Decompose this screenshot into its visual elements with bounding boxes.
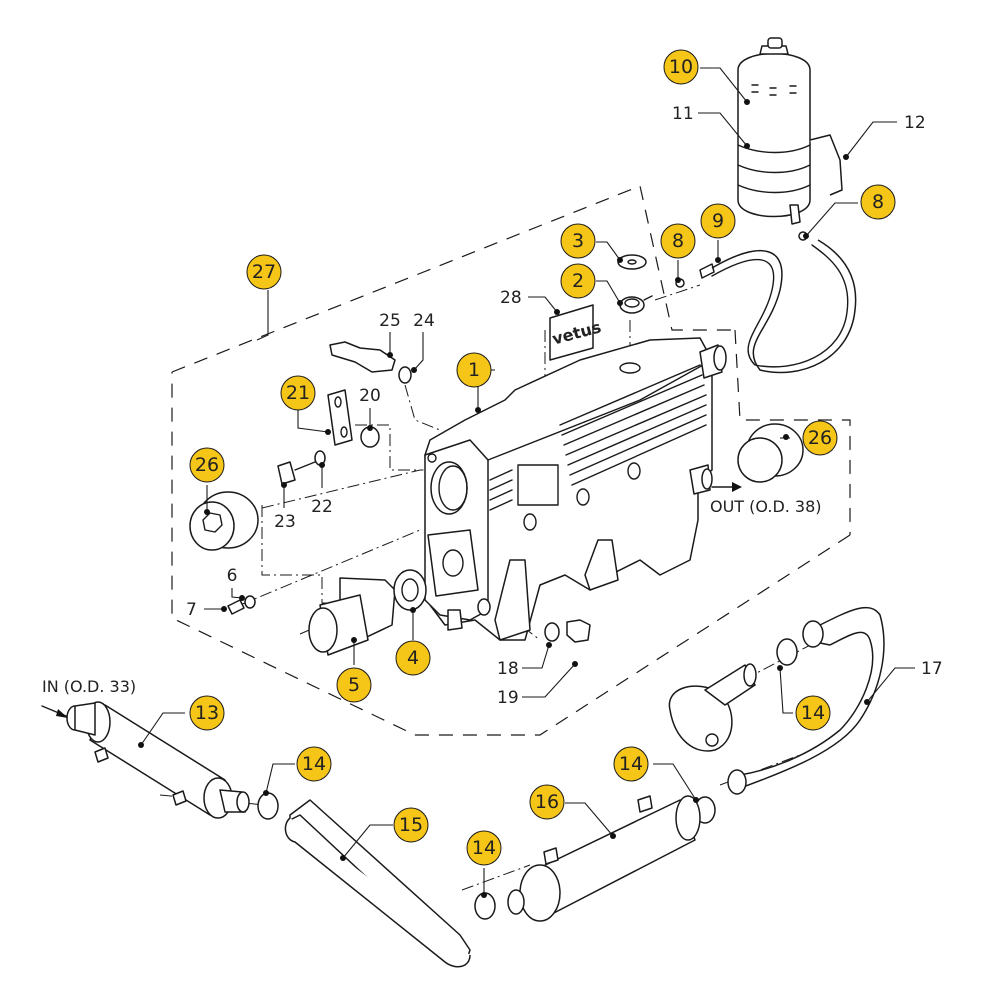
callout-14-center: 14	[466, 830, 502, 866]
label-20: 20	[359, 386, 381, 406]
hose-clamps	[257, 638, 798, 920]
svg-text:13: 13	[195, 702, 219, 724]
callout-14-left: 14	[296, 746, 332, 782]
inlet-label: IN (O.D. 33)	[42, 677, 136, 696]
label-28: 28	[500, 288, 522, 308]
svg-text:26: 26	[808, 427, 832, 449]
callout-16: 16	[529, 784, 565, 820]
svg-text:8: 8	[872, 191, 884, 213]
hose-17	[727, 606, 885, 795]
callout-4: 4	[395, 640, 431, 676]
outlet-label: OUT (O.D. 38)	[710, 497, 822, 516]
svg-text:8: 8	[672, 230, 684, 252]
svg-text:21: 21	[286, 382, 310, 404]
hose-15	[284, 799, 471, 968]
hose-9	[711, 239, 857, 374]
callout-9: 9	[700, 203, 736, 239]
callout-1: 1	[456, 352, 492, 388]
callout-14-right: 14	[613, 746, 649, 782]
svg-text:5: 5	[348, 674, 360, 696]
flow-arrows	[41, 482, 742, 718]
plug-left	[189, 491, 259, 551]
svg-text:14: 14	[801, 702, 825, 724]
label-24: 24	[413, 311, 435, 331]
svg-text:4: 4	[407, 647, 419, 669]
callout-5: 5	[336, 667, 372, 703]
label-18: 18	[497, 659, 519, 679]
svg-text:27: 27	[252, 261, 276, 283]
callout-8-tank: 8	[860, 184, 896, 220]
svg-text:1: 1	[468, 359, 480, 381]
callout-26-left: 26	[189, 447, 225, 483]
svg-text:2: 2	[572, 270, 584, 292]
callout-27: 27	[246, 254, 282, 290]
inlet-arrow-icon	[56, 709, 68, 718]
svg-text:9: 9	[712, 210, 724, 232]
callout-10: 10	[663, 49, 699, 85]
callout-14-elbow: 14	[795, 695, 831, 731]
heat-exchanger-13	[66, 701, 250, 819]
svg-text:14: 14	[619, 753, 643, 775]
callout-2: 2	[560, 263, 596, 299]
svg-text:15: 15	[399, 814, 423, 836]
svg-text:3: 3	[572, 230, 584, 252]
callout-13: 13	[189, 695, 225, 731]
waterlock-body	[424, 337, 727, 641]
assembly-boundary	[171, 185, 851, 736]
svg-text:26: 26	[195, 454, 219, 476]
svg-text:14: 14	[472, 837, 496, 859]
expansion-tank	[737, 37, 843, 241]
muffler-16	[507, 795, 701, 922]
callout-15: 15	[393, 807, 429, 843]
callout-26-right: 26	[802, 420, 838, 456]
label-12: 12	[904, 113, 926, 133]
label-23: 23	[274, 512, 296, 532]
label-19: 19	[497, 688, 519, 708]
svg-text:14: 14	[302, 753, 326, 775]
svg-text:16: 16	[535, 791, 559, 813]
callout-21: 21	[280, 375, 316, 411]
svg-text:10: 10	[669, 56, 693, 78]
small-hardware	[227, 341, 591, 643]
exhaust-elbow	[668, 663, 757, 752]
label-22: 22	[311, 497, 333, 517]
label-25: 25	[379, 311, 401, 331]
label-17: 17	[921, 659, 943, 679]
leader-lines	[138, 67, 915, 898]
plug-right	[737, 423, 804, 483]
callout-3: 3	[560, 223, 596, 259]
label-11: 11	[672, 104, 694, 124]
callout-8-fitting: 8	[660, 223, 696, 259]
label-7: 7	[186, 600, 197, 620]
label-6: 6	[227, 566, 238, 586]
outlet-arrow-icon	[732, 482, 742, 492]
